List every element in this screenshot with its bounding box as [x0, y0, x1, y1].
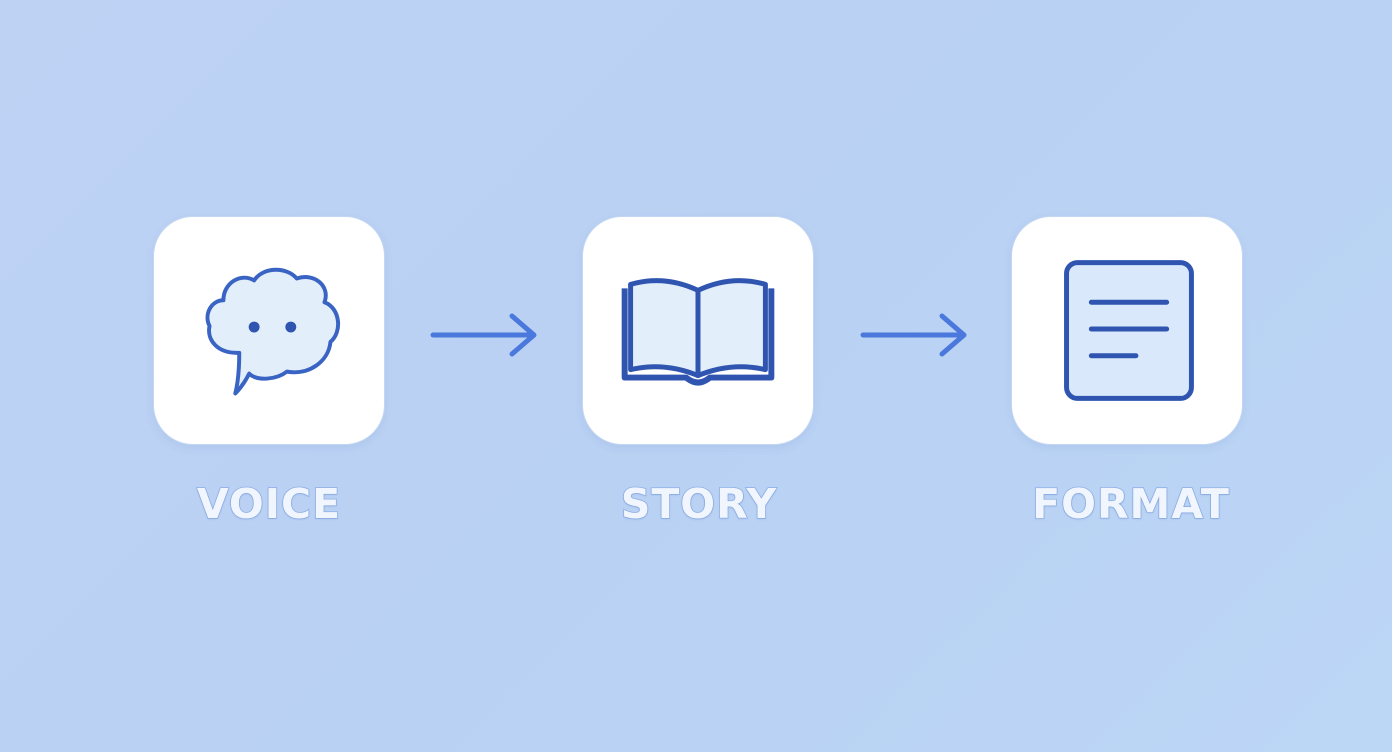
arrow-right-icon — [430, 313, 537, 357]
speech-bubble-icon — [205, 267, 340, 396]
story-label: STORY — [620, 479, 778, 529]
open-book-icon — [621, 278, 775, 386]
arrow-right-icon — [860, 313, 967, 357]
voice-label: VOICE — [196, 479, 342, 529]
story-card — [582, 216, 814, 445]
document-icon — [1064, 260, 1194, 401]
format-label: FORMAT — [1031, 479, 1230, 529]
format-card — [1011, 216, 1243, 445]
voice-card — [153, 216, 385, 445]
